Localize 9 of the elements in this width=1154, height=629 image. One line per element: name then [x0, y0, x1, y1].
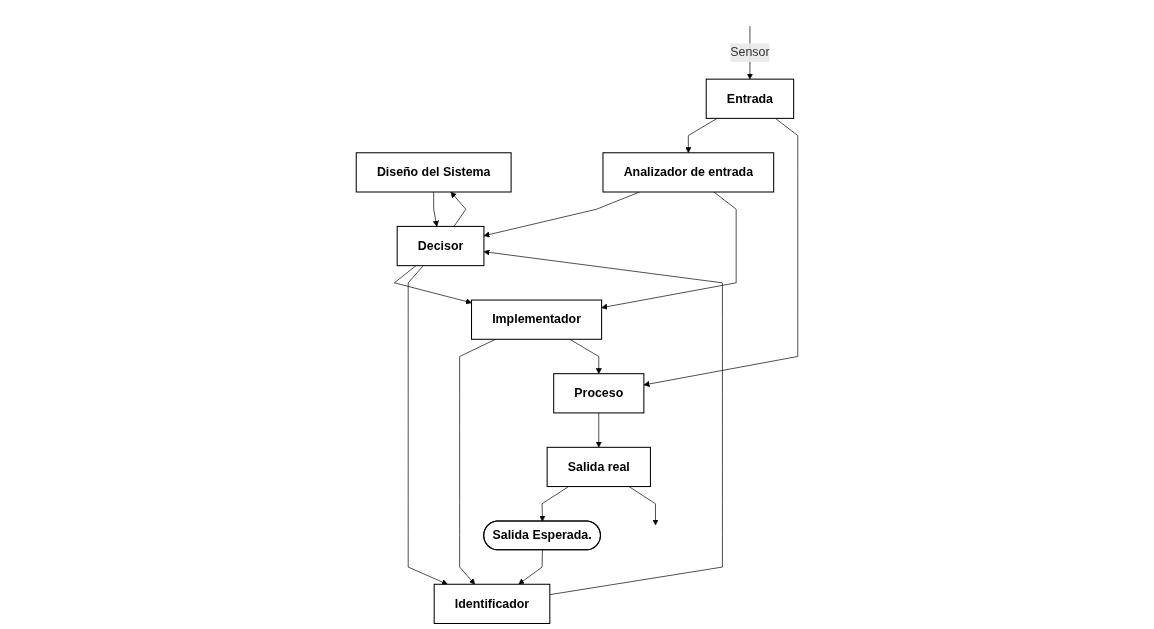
node-box: Decisor [396, 225, 485, 267]
node-box: Entrada [705, 78, 795, 119]
node-box: Implementador [471, 299, 603, 340]
node-box: Salida real [546, 446, 651, 488]
node-box: Analizador de entrada [602, 152, 775, 193]
node-box: Diseño del Sistema [355, 152, 512, 193]
node-box: Identificador [433, 583, 551, 624]
edge-label: Sensor [730, 45, 770, 60]
node-box: Proceso [553, 373, 645, 414]
